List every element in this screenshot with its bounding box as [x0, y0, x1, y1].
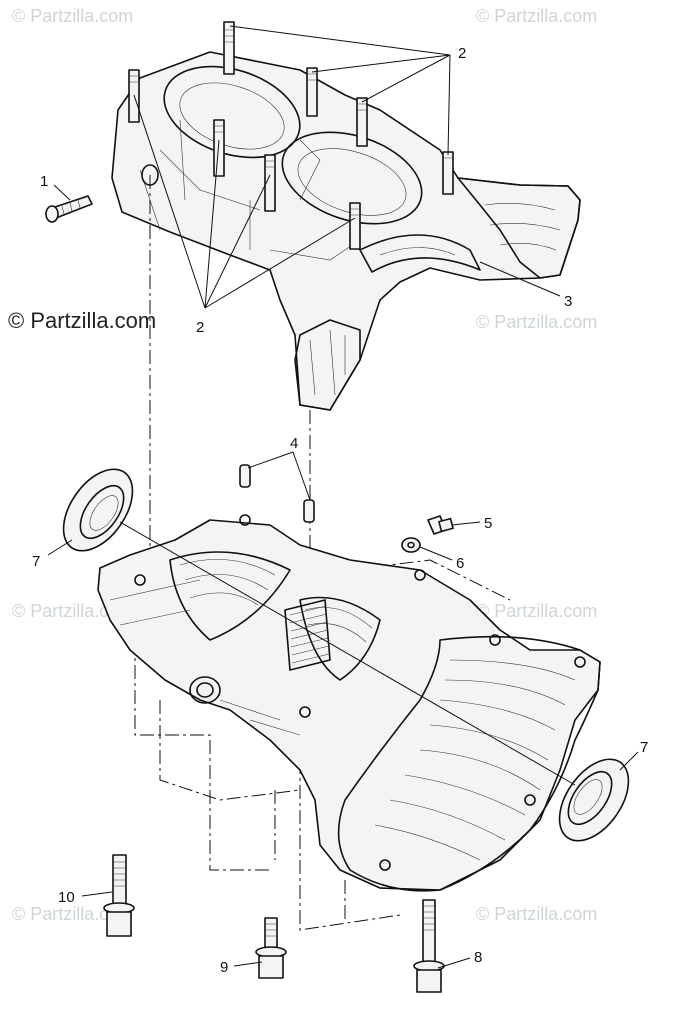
- part-6-washer: [401, 537, 421, 553]
- part-10-bolt: [103, 854, 135, 937]
- lower-crankcase: [97, 175, 601, 931]
- watermark-group: © Partzilla.com © Partzilla.com © Partzi…: [12, 6, 597, 924]
- watermark-center-left: © Partzilla.com: [12, 601, 133, 621]
- part-4-dowel-pins: [239, 464, 315, 523]
- part-7-seal-right: [558, 758, 630, 842]
- upper-crankcase: [111, 21, 581, 411]
- part-9-bolt: [255, 917, 287, 979]
- watermark-center-right: © Partzilla.com: [476, 601, 597, 621]
- part-1-bolt: [45, 195, 93, 223]
- callout-3: 3: [564, 293, 572, 310]
- leader-lines: [47, 25, 639, 969]
- callout-1: 1: [40, 173, 48, 190]
- watermark-top-left: © Partzilla.com: [12, 6, 133, 26]
- callout-4: 4: [290, 435, 298, 452]
- callout-8: 8: [474, 949, 482, 966]
- crank-gear: [284, 599, 331, 671]
- callout-5: 5: [484, 515, 492, 532]
- callout-2-lower: 2: [196, 319, 204, 336]
- callout-7-left: 7: [32, 553, 40, 570]
- callout-7-right: 7: [640, 739, 648, 756]
- callout-10: 10: [58, 889, 75, 906]
- part-8-bolt: [413, 899, 445, 993]
- watermark-mid-right: © Partzilla.com: [476, 312, 597, 332]
- part-7-seal-left: [62, 468, 134, 552]
- callout-2-top: 2: [458, 45, 466, 62]
- part-5-plug: [427, 515, 454, 535]
- callout-9: 9: [220, 959, 228, 976]
- watermark-bottom-right: © Partzilla.com: [476, 904, 597, 924]
- watermark-top-right: © Partzilla.com: [476, 6, 597, 26]
- callout-6: 6: [456, 555, 464, 572]
- callout-labels: 1 2 2 3 4 5 6 7 7 8 9 10: [32, 45, 648, 976]
- watermark-main: © Partzilla.com: [8, 308, 156, 333]
- watermark-bottom-left: © Partzilla.com: [12, 904, 133, 924]
